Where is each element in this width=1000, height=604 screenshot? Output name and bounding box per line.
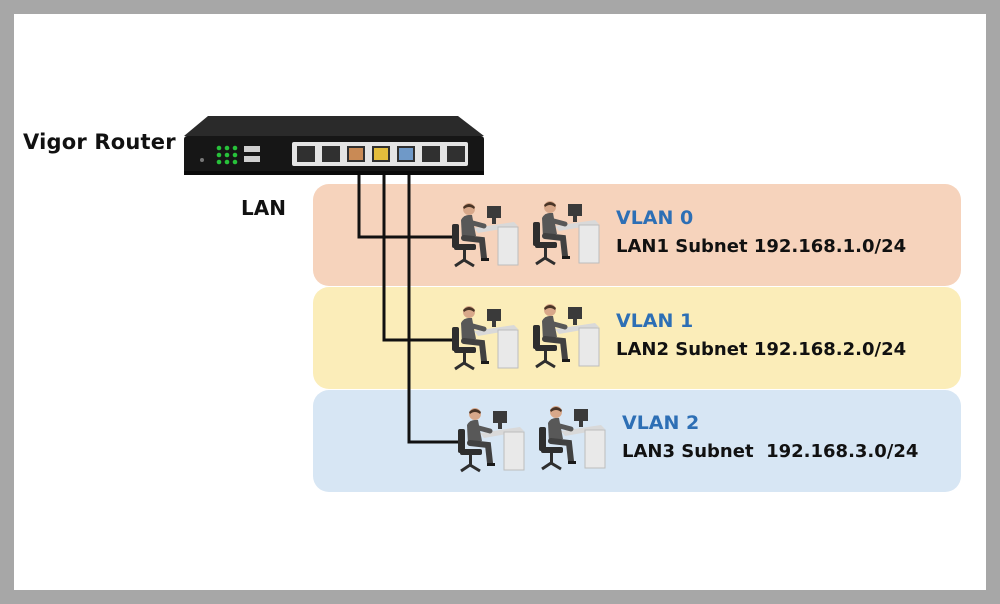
router-label: Vigor Router: [23, 130, 176, 154]
lan-port-label: LAN: [241, 196, 286, 220]
vlan-2-title: VLAN 2: [622, 412, 700, 434]
router-icon: [184, 116, 484, 175]
vlan-2-subnet: LAN3 Subnet 192.168.3.0/24: [622, 441, 919, 462]
vlan-2-cable: [407, 170, 458, 444]
vlan-0-title: VLAN 0: [616, 207, 694, 229]
vlan-1-title: VLAN 1: [616, 310, 694, 332]
vlan-1-band: [313, 287, 961, 389]
vlan-0-band: [313, 184, 961, 286]
vlan-0-subnet: LAN1 Subnet 192.168.1.0/24: [616, 236, 907, 257]
vlan-1-subnet: LAN2 Subnet 192.168.2.0/24: [616, 339, 907, 360]
employee-workstation-icon: [452, 201, 605, 471]
vlan-1-cable: [382, 170, 452, 342]
vlan-0-cable: [357, 170, 452, 239]
